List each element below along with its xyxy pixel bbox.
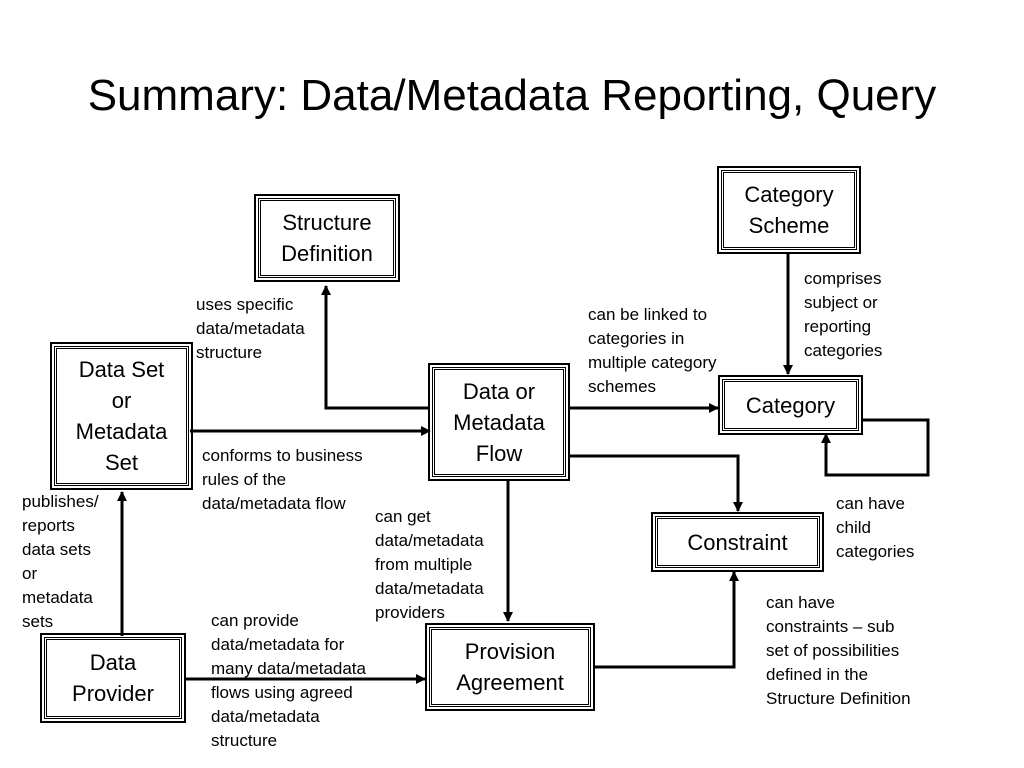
arrow-category-self-loop — [821, 418, 930, 477]
node-data-provider-label: Data Provider — [72, 650, 154, 706]
label-provide-many-flows: can provide data/metadata for many data/… — [211, 611, 366, 750]
node-data-provider: Data Provider — [40, 633, 186, 723]
node-data-set: Data Set or Metadata Set — [50, 342, 193, 490]
label-constraints: can have constraints – sub set of possib… — [766, 593, 911, 708]
label-get-from-providers: can get data/metadata from multiple data… — [375, 507, 484, 622]
page-title: Summary: Data/Metadata Reporting, Query — [87, 71, 937, 120]
node-category: Category — [718, 375, 863, 435]
node-constraint-label: Constraint — [687, 529, 788, 555]
label-publishes: publishes/ reports data sets or metadata… — [22, 492, 99, 631]
node-data-set-label: Data Set or Metadata Set — [75, 357, 168, 475]
arrow-agreement-to-constraint — [594, 571, 739, 669]
node-category-label: Category — [745, 392, 836, 418]
node-flow: Data or Metadata Flow — [428, 363, 570, 481]
node-provision-agreement: Provision Agreement — [425, 623, 595, 711]
label-uses-structure: uses specific data/metadata structure — [196, 295, 305, 362]
node-constraint: Constraint — [651, 512, 824, 572]
node-structure-definition-label: Structure Definition — [281, 210, 373, 266]
label-child-categories: can have child categories — [836, 494, 915, 561]
node-flow-label: Data or Metadata Flow — [453, 378, 545, 466]
arrow-flow-to-constraint — [568, 454, 743, 512]
node-provision-agreement-label: Provision Agreement — [456, 639, 564, 695]
label-comprises: comprises subject or reporting categorie… — [804, 269, 883, 360]
node-category-scheme: Category Scheme — [717, 166, 861, 254]
arrow-flow-to-structure — [321, 285, 428, 410]
node-category-scheme-label: Category Scheme — [744, 182, 834, 238]
label-conforms: conforms to business rules of the data/m… — [202, 446, 363, 513]
node-structure-definition: Structure Definition — [254, 194, 400, 282]
label-linked-categories: can be linked to categories in multiple … — [588, 305, 717, 396]
